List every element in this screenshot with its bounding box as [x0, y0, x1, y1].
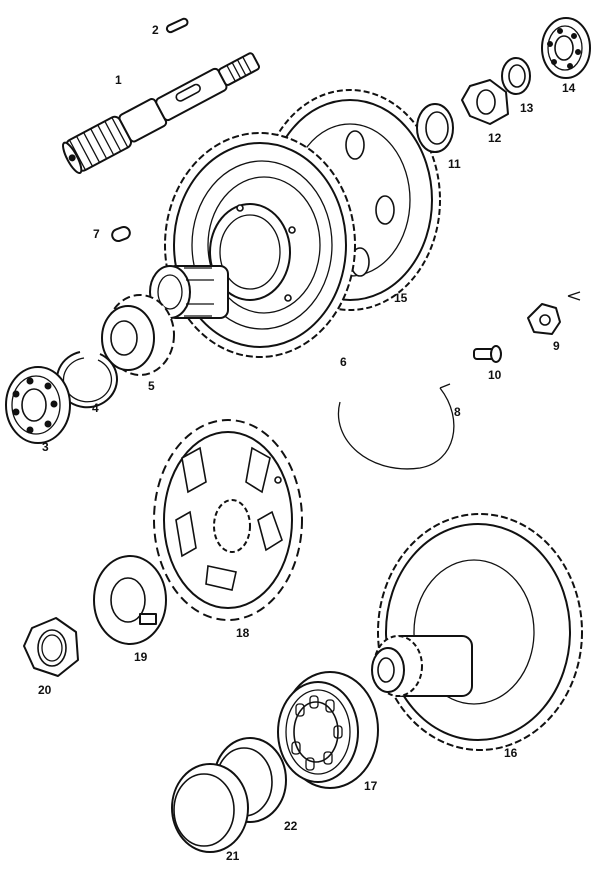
part-3-ball-bearing [5, 366, 71, 444]
callout-5: 5 [148, 379, 155, 393]
callout-19: 19 [134, 650, 148, 664]
callout-17: 17 [364, 779, 378, 793]
callout-6: 6 [340, 355, 347, 369]
part-21-bearing-race [171, 763, 249, 853]
part-20-hex-nut [23, 617, 79, 677]
callout-7: 7 [93, 227, 100, 241]
callout-1: 1 [115, 73, 122, 87]
part-2-key [165, 17, 189, 34]
callout-13: 13 [520, 101, 534, 115]
part-6-clutch-gear [149, 132, 356, 358]
callout-11: 11 [448, 157, 461, 171]
callout-18: 18 [236, 626, 250, 640]
callout-21: 21 [226, 849, 240, 863]
part-10-rivet-pin [473, 345, 502, 363]
callout-16: 16 [504, 746, 518, 760]
part-17-roller-bearing [277, 671, 379, 789]
callout-15: 15 [394, 291, 408, 305]
callout-3: 3 [42, 440, 49, 454]
part-18-rear-sprocket [153, 419, 303, 621]
callout-14: 14 [562, 81, 576, 95]
part-5-small-sprocket [101, 294, 175, 376]
part-8-wire-ring [337, 383, 455, 470]
part-9-tab-washer [527, 291, 581, 335]
part-13-washer [501, 57, 531, 95]
part-12-hex-nut [461, 79, 509, 125]
callout-20: 20 [38, 683, 52, 697]
callout-22: 22 [284, 819, 298, 833]
part-14-ball-bearing [541, 17, 591, 79]
callout-10: 10 [488, 368, 502, 382]
part-1-shaft [62, 52, 260, 175]
callout-12: 12 [488, 131, 502, 145]
part-19-lock-washer [93, 555, 167, 645]
callout-9: 9 [553, 339, 560, 353]
part-16-gear-with-hub [371, 513, 583, 751]
callout-8: 8 [454, 405, 461, 419]
part-11-snap-ring [416, 103, 454, 153]
callout-4: 4 [92, 401, 99, 415]
part-4-circlip [56, 351, 118, 409]
part-7-pin [111, 225, 131, 243]
callout-2: 2 [152, 23, 159, 37]
